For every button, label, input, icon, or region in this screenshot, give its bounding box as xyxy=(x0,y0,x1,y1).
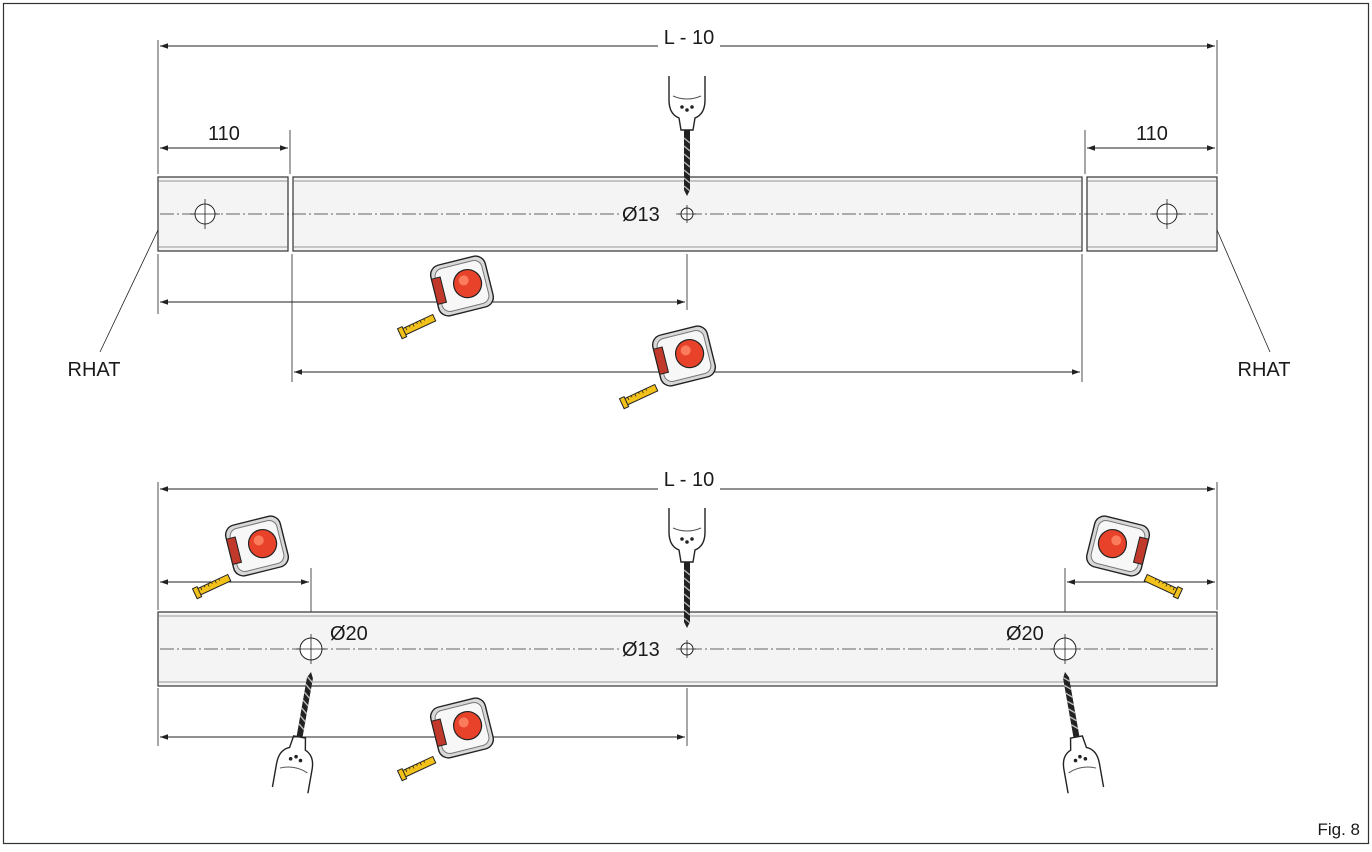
part-label-left: RHAT xyxy=(68,359,121,381)
tape-measure-icon xyxy=(396,695,497,782)
hole-left-top xyxy=(190,199,220,229)
hole-right-top xyxy=(1152,199,1182,229)
hole-center-label-bottom: Ø13 xyxy=(622,639,660,661)
end-offset-label-right: 110 xyxy=(1136,123,1168,145)
drill-icon xyxy=(1046,668,1105,795)
part-label-right: RHAT xyxy=(1238,359,1291,381)
tape-measure-icon xyxy=(396,253,497,340)
hole-left-label-bottom: Ø20 xyxy=(330,623,368,645)
top-diagram: L - 10 110 110 xyxy=(68,26,1291,410)
bottom-diagram: L - 10 Ø20 Ø13 Ø20 xyxy=(157,468,1218,795)
tape-measure-icon xyxy=(618,323,719,410)
figure-label: Fig. 8 xyxy=(1317,820,1360,839)
hole-right-label-bottom: Ø20 xyxy=(1006,623,1044,645)
drill-icon xyxy=(271,668,330,795)
hole-right-bottom xyxy=(1050,634,1080,664)
hole-center-top xyxy=(678,205,696,223)
overall-length-label-bottom: L - 10 xyxy=(664,469,714,491)
overall-length-label-top: L - 10 xyxy=(664,27,714,49)
tape-measure-icon xyxy=(1083,513,1184,600)
drill-icon xyxy=(668,507,706,629)
hole-left-bottom xyxy=(296,634,326,664)
hole-center-bottom xyxy=(678,640,696,658)
hole-center-label-top: Ø13 xyxy=(622,204,660,226)
end-offset-label-left: 110 xyxy=(208,123,240,145)
tape-measure-icon xyxy=(191,513,292,600)
